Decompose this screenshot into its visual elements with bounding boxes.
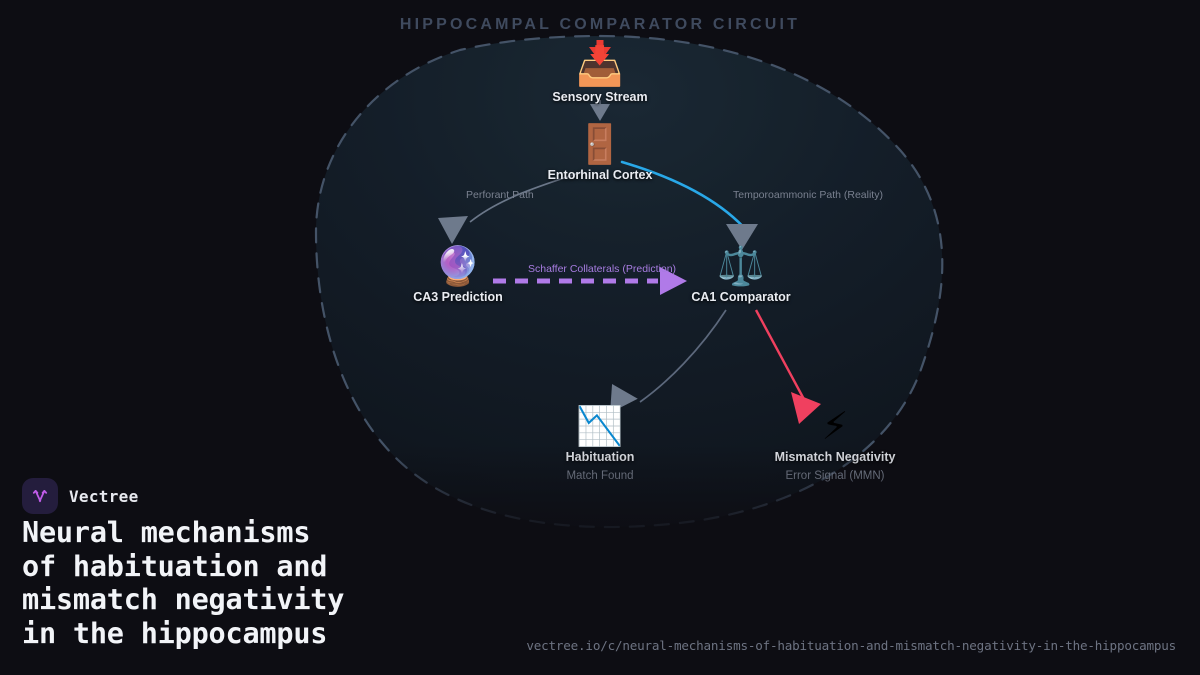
brand-name: Vectree [69, 486, 139, 506]
edge-input-to-sensory [589, 40, 611, 62]
page-headline: Neural mechanisms of habituation and mis… [22, 516, 345, 650]
edge-ca3-to-ca1 [493, 267, 687, 295]
edge-ca1-to-mismatch [754, 309, 821, 424]
page-url: vectree.io/c/neural-mechanisms-of-habitu… [526, 638, 1176, 653]
edge-entorhinal-to-ca1 [620, 160, 758, 250]
edge-sensory-to-entorhinal [590, 100, 610, 121]
edge-ca1-to-habituation [610, 309, 727, 413]
brand-block: Vectree [22, 478, 139, 514]
diagram-title: HIPPOCAMPAL COMPARATOR CIRCUIT [399, 16, 801, 33]
vectree-logo-icon [22, 478, 58, 514]
edge-entorhinal-to-ca3 [438, 171, 583, 244]
